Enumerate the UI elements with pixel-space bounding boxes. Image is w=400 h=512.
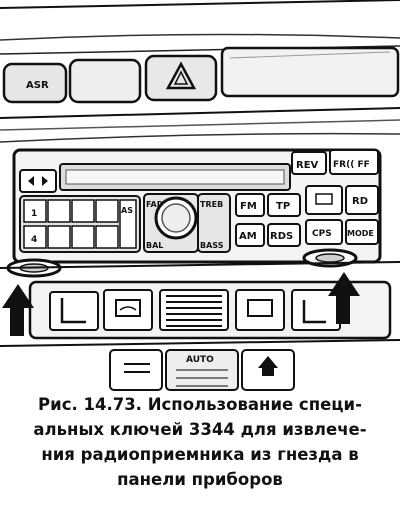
bass-label: BASS [200,241,224,250]
removal-arrow-icon [328,272,360,324]
preset-1-label: 1 [31,209,37,219]
tp-label: TP [276,201,290,212]
rd-label: RD [352,196,368,207]
rev-label: REV [296,160,319,171]
asr-button: ASR [2,62,68,104]
tuner-buttons: FM AM TP RDS [235,193,301,247]
fr-ff-label: FR(( FF [333,160,370,170]
radio-removal-illustration: ASR REV FR(( FF [0,0,400,392]
fan-icon [124,363,150,373]
center-vent [159,289,229,331]
mode-buttons: CPS RD MODE [305,185,379,245]
volume-knob: FAD BAL TREB BASS [143,193,231,253]
fad-label: FAD [146,200,164,209]
preset-buttons: 1 4 AS [19,195,141,253]
hazard-button [144,54,218,102]
storage-panel [220,46,400,98]
preset-4-label: 4 [31,235,37,245]
auto-label: AUTO [186,355,214,365]
rds-label: RDS [270,231,293,242]
am-label: AM [239,231,257,242]
fm-label: FM [240,201,257,212]
seat-heat-icon [60,298,86,324]
mode-label: MODE [347,229,374,238]
as-label: AS [121,206,133,215]
hazard-triangle-icon [165,61,197,90]
caption-line-1: Рис. 14.73. Использование специ- [38,395,362,414]
caption-line-2: альных ключей 3344 для извлече- [33,420,367,439]
cps-label: CPS [312,229,332,239]
bal-label: BAL [146,241,163,250]
treb-label: TREB [200,200,223,209]
radio-head-unit: REV FR(( FF 1 4 AS FAD [12,148,382,264]
blank-button [68,58,142,104]
defrost-icon [115,299,141,317]
caption-line-4: панели приборов [117,470,283,489]
caption-line-3: ния радиоприемника из гнезда в [41,445,359,464]
asr-label: ASR [26,80,49,91]
figure-caption: Рис. 14.73. Использование специ- альных … [6,392,394,510]
removal-arrow-icon [2,284,34,336]
